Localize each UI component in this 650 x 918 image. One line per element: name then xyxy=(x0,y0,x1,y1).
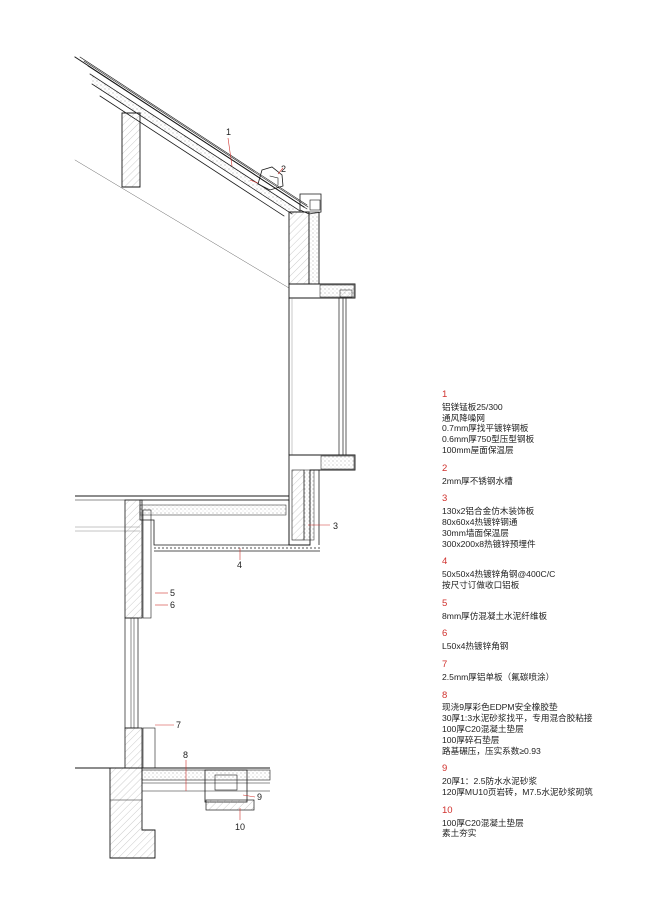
legend-number: 4 xyxy=(442,556,448,568)
foundation xyxy=(75,767,271,859)
legend-line: 0.6mm厚750型压型钢板 xyxy=(442,434,535,445)
legend-line: 2mm厚不锈钢水槽 xyxy=(442,475,513,486)
callout-numbers: 1 2 3 4 5 6 7 8 9 10 xyxy=(170,127,338,832)
legend-number: 6 xyxy=(442,628,448,640)
legend-line: 30mm墙面保温层 xyxy=(442,527,509,538)
legend-number: 10 xyxy=(442,804,453,816)
lower-wall xyxy=(288,454,356,546)
callout-10: 10 xyxy=(235,822,245,832)
legend-line: 铝镁锰板25/300 xyxy=(442,401,503,412)
legend-line: 0.7mm厚找平镀锌钢板 xyxy=(442,423,529,434)
legend-line: 120厚MU10页岩砖，M7.5水泥砂浆砌筑 xyxy=(442,786,593,797)
legend-number: 3 xyxy=(442,493,448,505)
legend-line: 现浇9厚彩色EDPM安全橡胶垫 xyxy=(442,702,558,713)
legend-line: 20厚1：2.5防水水泥砂浆 xyxy=(442,776,538,787)
callout-4: 4 xyxy=(237,560,242,570)
ground-wall xyxy=(124,499,156,769)
roof-assembly xyxy=(74,56,322,289)
window xyxy=(288,298,347,455)
legend-line: 100厚C20混凝土垫层 xyxy=(442,817,524,828)
legend-number: 9 xyxy=(442,763,448,775)
upper-wall xyxy=(288,211,356,299)
legend-number: 7 xyxy=(442,658,448,670)
legend-line: 50x50x4热镀锌角钢@400C/C xyxy=(442,569,556,580)
floor-slab xyxy=(75,495,320,552)
legend-number: 5 xyxy=(442,597,448,609)
callout-8: 8 xyxy=(183,750,188,760)
legend-line: 300x200x8热镀锌预埋件 xyxy=(442,538,536,549)
callout-3: 3 xyxy=(333,521,338,531)
callout-9: 9 xyxy=(257,792,262,802)
legend-line: 100mm屋面保温层 xyxy=(442,444,514,455)
callout-1: 1 xyxy=(226,127,231,137)
callout-2: 2 xyxy=(281,164,286,174)
legend-line: 通风降噪网 xyxy=(442,412,485,423)
legend-line: 80x60x4热镀锌钢通 xyxy=(442,516,518,527)
legend-line: 130x2铝合金仿木装饰板 xyxy=(442,506,535,517)
legend-number: 2 xyxy=(442,462,448,474)
legend-line: 2.5mm厚铝单板（氟碳喷涂） xyxy=(442,671,555,682)
legend-line: 30厚1:3水泥砂浆找平，专用混合胶粘接 xyxy=(442,713,593,724)
callout-6: 6 xyxy=(170,600,175,610)
legend-number: 1 xyxy=(442,389,448,400)
legend-line: 路基碾压，压实系数≥0.93 xyxy=(442,745,541,756)
callout-leaders xyxy=(155,137,330,820)
callout-7: 7 xyxy=(176,720,181,730)
legend-line: 100厚C20混凝土垫层 xyxy=(442,723,524,734)
legend-line: 按尺寸订做收口铝板 xyxy=(442,579,520,590)
legend-line: 100厚碎石垫层 xyxy=(442,734,500,745)
legend-line: 素土夯实 xyxy=(442,828,477,839)
legend-number: 8 xyxy=(442,689,448,701)
callout-5: 5 xyxy=(170,588,175,598)
legend-line: 8mm厚仿混凝土水泥纤维板 xyxy=(442,610,548,621)
legend-line: L50x4热镀锌角钢 xyxy=(442,641,509,652)
